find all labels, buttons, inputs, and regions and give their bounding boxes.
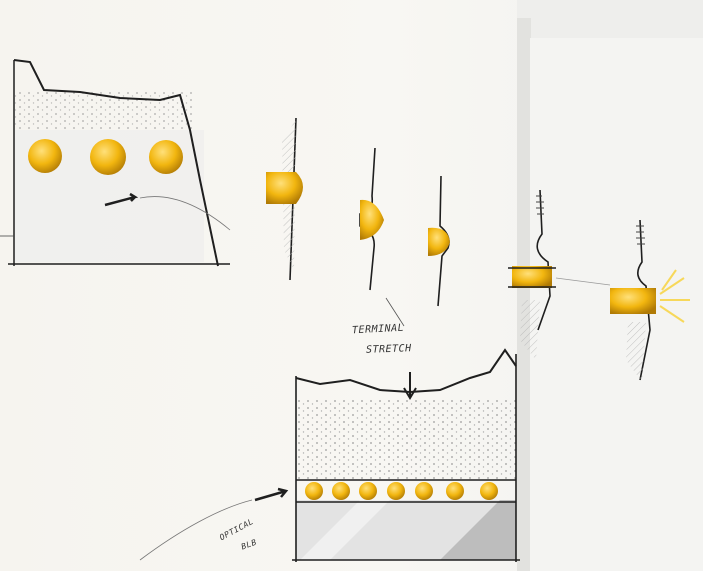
profile-sketch-1	[266, 118, 303, 280]
stretch-label: STRETCH	[366, 343, 412, 356]
profile-sketch-3	[428, 176, 450, 306]
led-ball-2	[90, 139, 126, 175]
led-ball-1	[28, 139, 62, 173]
led-ball-3	[149, 140, 183, 174]
sketch-box-top-left	[0, 60, 230, 266]
profile-sketch-2	[360, 148, 384, 290]
sketch-box-bottom	[140, 350, 520, 562]
